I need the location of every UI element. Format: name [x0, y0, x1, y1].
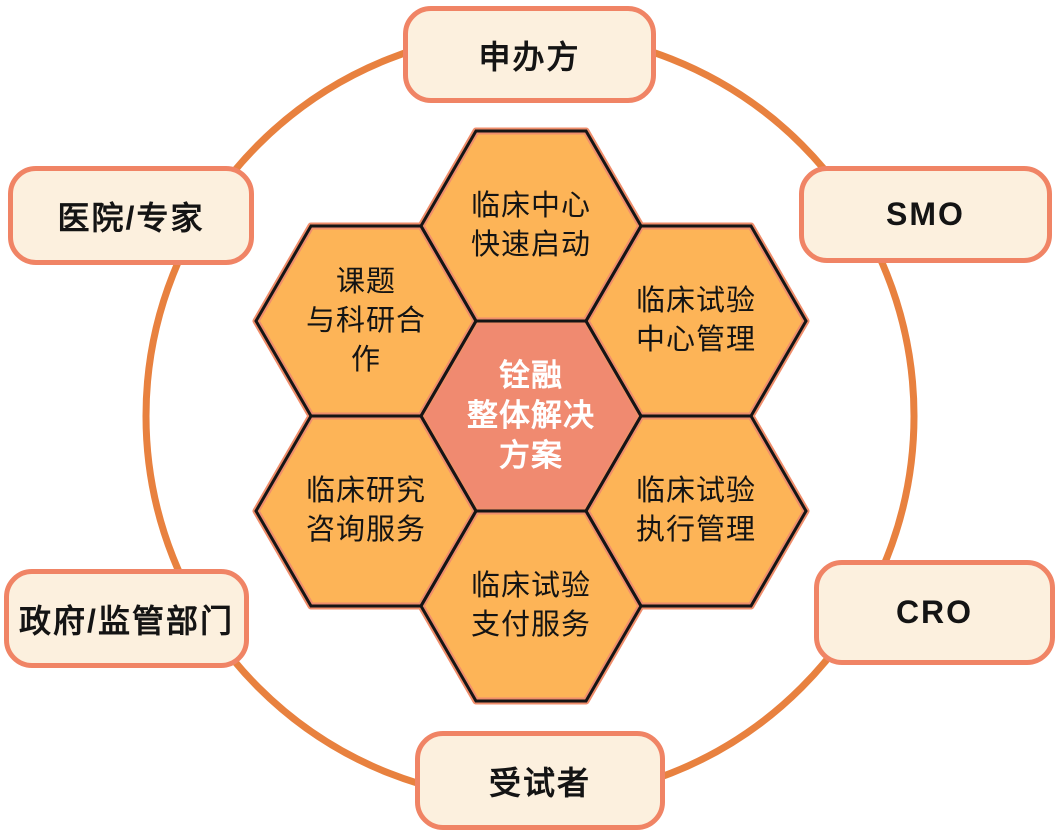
center-label-line: 方案 — [499, 438, 563, 473]
service-label-trial-payment-service: 临床试验 支付服务 — [421, 511, 641, 701]
service-label-line: 临床研究 — [305, 475, 426, 507]
service-label-line: 执行管理 — [635, 514, 756, 546]
stakeholder-label: 医院/专家 — [57, 199, 205, 236]
stakeholder-label: 政府/监管部门 — [19, 602, 234, 639]
service-label-line: 支付服务 — [470, 609, 591, 641]
service-label-line: 快速启动 — [470, 229, 591, 261]
service-label-clinical-site-startup: 临床中心 快速启动 — [421, 131, 641, 321]
service-label-line: 临床试验 — [470, 570, 591, 602]
service-label-line: 作 — [350, 343, 381, 376]
stakeholder-box-government: 政府/监管部门 — [4, 569, 249, 668]
stakeholder-box-smo: SMO — [799, 166, 1052, 263]
stakeholder-label: CRO — [895, 594, 974, 630]
service-label-trial-execution-management: 临床试验 执行管理 — [586, 416, 806, 606]
service-label-line: 临床试验 — [635, 285, 756, 317]
center-label-line: 铨融 — [499, 358, 563, 393]
service-label-line: 临床中心 — [470, 190, 591, 222]
service-label-line: 临床试验 — [635, 475, 756, 507]
hexagon-center-outline — [419, 319, 643, 513]
stakeholder-box-hospital: 医院/专家 — [8, 166, 254, 265]
service-label-line: 与科研合 — [305, 304, 426, 337]
stakeholder-box-cro: CRO — [814, 560, 1055, 665]
service-label-line: 课题 — [335, 265, 396, 298]
service-label-trial-site-management: 临床试验 中心管理 — [586, 226, 806, 416]
stakeholder-box-subject: 受试者 — [415, 731, 665, 830]
stakeholder-label: 受试者 — [488, 764, 591, 801]
stakeholder-label: 申办方 — [478, 38, 581, 75]
service-label-clinical-research-consulting: 临床研究 咨询服务 — [256, 416, 476, 606]
stakeholder-label: SMO — [886, 196, 965, 232]
center-solution-label: 铨融 整体解决 方案 — [421, 321, 641, 511]
stakeholder-box-sponsor: 申办方 — [403, 6, 656, 103]
service-label-line: 咨询服务 — [305, 514, 426, 546]
service-label-line: 中心管理 — [635, 324, 756, 356]
center-label-line: 整体解决 — [467, 398, 595, 433]
service-label-research-cooperation: 课题 与科研合 作 — [256, 226, 476, 416]
